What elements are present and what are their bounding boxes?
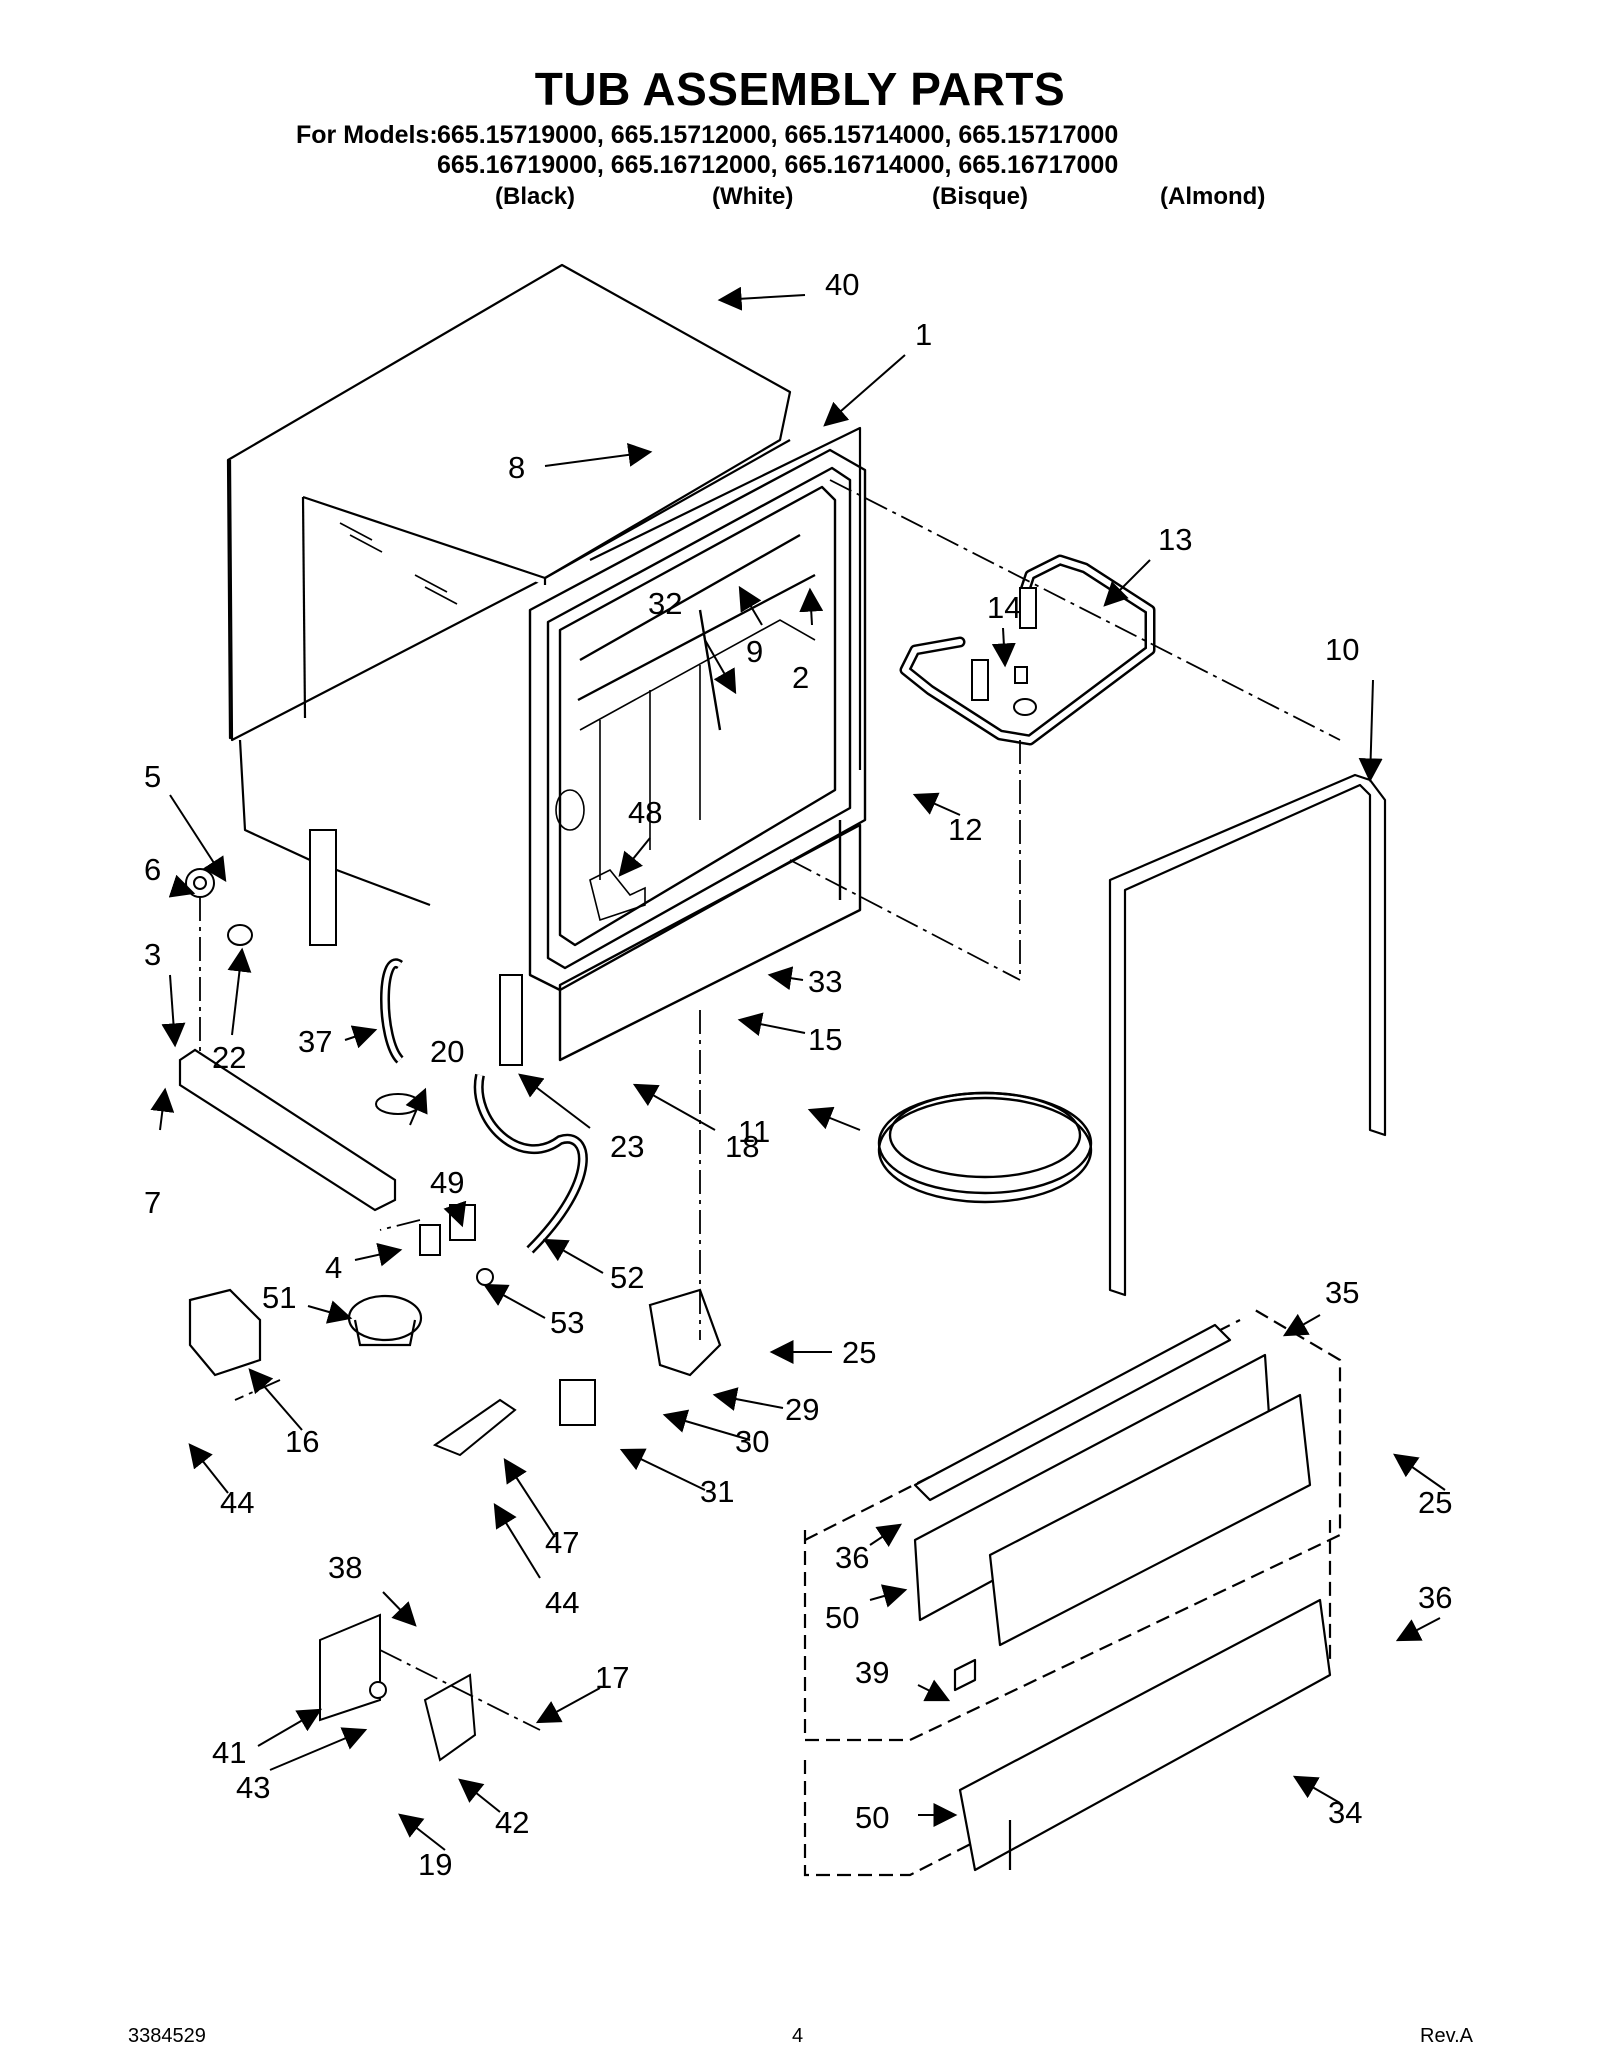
latch-bracket xyxy=(648,1288,722,1377)
toe-panel-parts xyxy=(913,1323,1332,1872)
callout-label: 14 xyxy=(987,590,1021,625)
water-valve xyxy=(188,1288,262,1377)
float-switch xyxy=(347,1294,423,1342)
callout-label: 11 xyxy=(738,1114,770,1149)
callout-label: 16 xyxy=(285,1424,319,1459)
callout-label: 15 xyxy=(808,1022,842,1057)
callout-label: 50 xyxy=(825,1600,859,1635)
callout-label: 20 xyxy=(430,1034,464,1069)
callout-label: 30 xyxy=(735,1424,769,1459)
callout-label: 50 xyxy=(855,1800,889,1835)
callout-label: 49 xyxy=(430,1165,464,1200)
callout-leaders xyxy=(150,286,1446,1851)
tub-gasket xyxy=(877,1091,1093,1204)
callout-label: 53 xyxy=(550,1305,584,1340)
callout-label: 33 xyxy=(808,964,842,999)
callout-label: 25 xyxy=(1418,1485,1452,1520)
callout-label: 34 xyxy=(1328,1795,1362,1830)
tub-panel-hatching xyxy=(339,522,458,605)
color-bisque: (Bisque) xyxy=(932,183,1028,210)
callout-label: 18 xyxy=(725,1129,759,1164)
callout-label: 23 xyxy=(610,1129,644,1164)
callout-label: 41 xyxy=(212,1735,246,1770)
callout-label: 7 xyxy=(144,1185,161,1220)
mounting-bracket xyxy=(178,1048,397,1212)
callout-label: 17 xyxy=(595,1660,629,1695)
callout-label: 37 xyxy=(298,1024,332,1059)
callout-label: 51 xyxy=(262,1280,296,1315)
reference-lines xyxy=(199,479,1341,1731)
callout-label: 9 xyxy=(746,634,763,669)
callout-label: 12 xyxy=(948,812,982,847)
callout-label: 32 xyxy=(648,586,682,621)
callout-label: 6 xyxy=(144,852,161,887)
models-label: For Models: xyxy=(296,121,438,149)
callout-label: 44 xyxy=(220,1485,254,1520)
callout-label: 10 xyxy=(1325,632,1359,667)
mounting-clip xyxy=(432,1398,517,1457)
tube-fitting xyxy=(971,659,989,701)
page-title: TUB ASSEMBLY PARTS xyxy=(534,63,1066,115)
callout-label: 36 xyxy=(1418,1580,1452,1615)
tub-outer-insulation xyxy=(226,263,862,907)
callout-label: 43 xyxy=(236,1770,270,1805)
callout-label: 29 xyxy=(785,1392,819,1427)
valve-bracket xyxy=(319,1613,381,1722)
callout-label: 8 xyxy=(508,450,525,485)
tub-front-frame xyxy=(528,448,867,1062)
callout-label: 25 xyxy=(842,1335,876,1370)
callout-label: 5 xyxy=(144,759,161,794)
color-white: (White) xyxy=(712,183,794,210)
washer xyxy=(1013,698,1037,716)
callout-label: 35 xyxy=(1325,1275,1359,1310)
callout-label: 48 xyxy=(628,795,662,830)
callout-labels: 40 1 8 13 14 32 9 2 10 5 6 3 12 48 22 37… xyxy=(144,267,1452,1882)
callout-label: 4 xyxy=(325,1250,342,1285)
callout-label: 38 xyxy=(328,1550,362,1585)
tub-rack-interior xyxy=(555,619,816,922)
callout-label: 1 xyxy=(915,317,932,352)
model-numbers-row-1: 665.15719000, 665.15712000, 665.15714000… xyxy=(437,121,1119,149)
callout-label: 44 xyxy=(545,1585,579,1620)
callout-label: 40 xyxy=(825,267,859,302)
callout-label: 31 xyxy=(700,1474,734,1509)
callout-label: 39 xyxy=(855,1655,889,1690)
callout-label: 3 xyxy=(144,937,161,972)
callout-label: 19 xyxy=(418,1847,452,1882)
side-rail xyxy=(1108,773,1387,1297)
callout-label: 47 xyxy=(545,1525,579,1560)
revision-label: Rev.A xyxy=(1420,2025,1473,2047)
model-numbers-row-2: 665.16719000, 665.16712000, 665.16714000… xyxy=(437,151,1119,179)
callout-label: 13 xyxy=(1158,522,1192,557)
drain-hose xyxy=(473,1073,588,1254)
callout-label: 42 xyxy=(495,1805,529,1840)
color-almond: (Almond) xyxy=(1160,183,1266,210)
callout-label: 2 xyxy=(792,660,809,695)
callout-label: 52 xyxy=(610,1260,644,1295)
page-number: 4 xyxy=(792,2025,804,2047)
callout-label: 36 xyxy=(835,1540,869,1575)
color-black: (Black) xyxy=(495,183,576,210)
callout-label: 22 xyxy=(212,1040,246,1075)
tube-fitting xyxy=(1019,587,1037,629)
document-number: 3384529 xyxy=(128,2025,206,2047)
